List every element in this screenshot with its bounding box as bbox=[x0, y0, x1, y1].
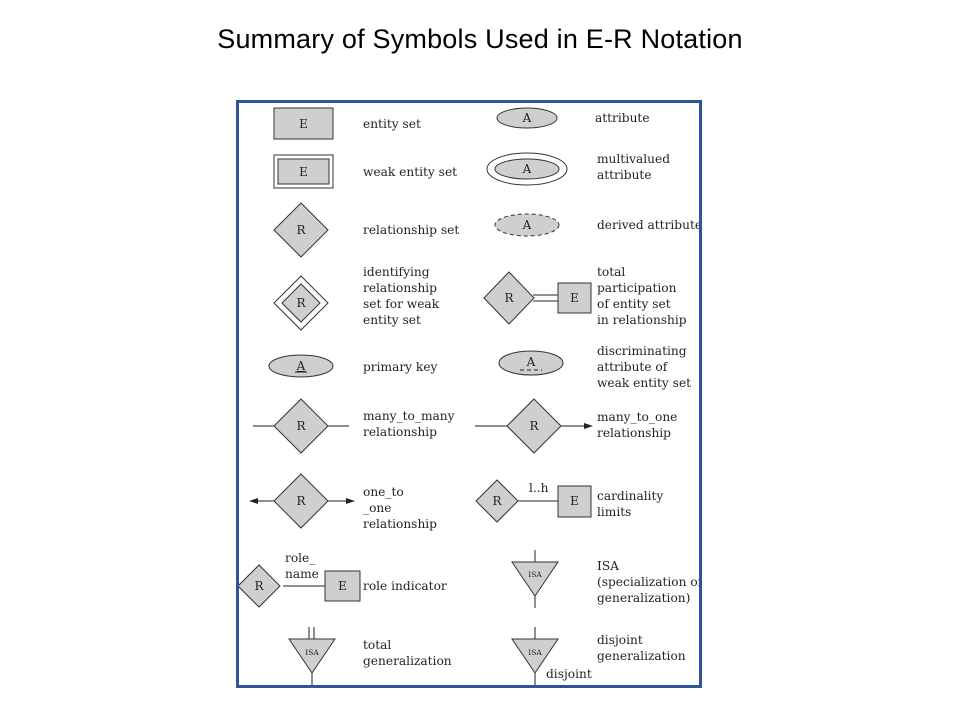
weak-entity-set-symbol-letter: E bbox=[299, 165, 308, 179]
multivalued-attribute-label-2: attribute bbox=[597, 168, 652, 182]
identifying-relationship-label-4: entity set bbox=[363, 313, 421, 327]
identifying-relationship-label-2: relationship bbox=[363, 281, 437, 295]
role-indicator-symbol-r: R bbox=[254, 579, 264, 593]
discriminating-attribute-label-3: weak entity set bbox=[597, 376, 691, 390]
total-participation-label-2: participation bbox=[597, 281, 677, 295]
one-to-one-label-1: one_to bbox=[363, 485, 404, 499]
disjoint-generalization-symbol: ISA bbox=[511, 627, 559, 685]
identifying-relationship-label-3: set for weak bbox=[363, 297, 440, 311]
isa-label-2: (specialization or bbox=[597, 575, 699, 589]
isa-symbol-text: ISA bbox=[528, 570, 542, 579]
disjoint-generalization-label-2: generalization bbox=[597, 649, 686, 663]
multivalued-attribute-symbol: A bbox=[486, 152, 568, 186]
primary-key-symbol-letter: A bbox=[296, 359, 306, 373]
role-indicator-label: role indicator bbox=[363, 579, 447, 593]
weak-entity-set-symbol: E bbox=[273, 154, 334, 189]
role-name-label-1: role_ bbox=[285, 551, 316, 565]
many-to-many-label-1: many_to_many bbox=[363, 409, 455, 423]
one-to-one-symbol: R bbox=[249, 473, 355, 529]
cardinality-limits-label-1: cardinality bbox=[597, 489, 663, 503]
many-to-many-symbol: R bbox=[253, 398, 349, 454]
many-to-many-symbol-letter: R bbox=[296, 419, 306, 433]
total-participation-label-4: in relationship bbox=[597, 313, 687, 327]
primary-key-label: primary key bbox=[363, 360, 438, 374]
many-to-one-symbol: R bbox=[475, 398, 593, 454]
entity-set-symbol-letter: E bbox=[299, 117, 308, 131]
cardinality-limits-label-2: limits bbox=[597, 505, 631, 519]
entity-set-symbol: E bbox=[273, 107, 334, 140]
total-generalization-label-1: total bbox=[363, 638, 391, 652]
total-participation-label-3: of entity set bbox=[597, 297, 671, 311]
discriminating-attribute-symbol: A bbox=[498, 350, 564, 376]
disjoint-generalization-symbol-text: ISA bbox=[528, 648, 542, 657]
attribute-label: attribute bbox=[595, 111, 650, 125]
isa-symbol: ISA bbox=[511, 550, 559, 608]
attribute-symbol: A bbox=[496, 107, 558, 129]
multivalued-attribute-label-1: multivalued bbox=[597, 152, 670, 166]
identifying-relationship-symbol: R bbox=[273, 275, 329, 331]
relationship-set-symbol: R bbox=[273, 202, 329, 258]
many-to-one-symbol-letter: R bbox=[529, 419, 539, 433]
identifying-relationship-symbol-letter: R bbox=[296, 296, 306, 310]
discriminating-attribute-label-2: attribute of bbox=[597, 360, 669, 374]
role-indicator-symbol-e: E bbox=[338, 579, 347, 593]
total-generalization-symbol: ISA bbox=[288, 627, 336, 685]
primary-key-symbol: A bbox=[268, 354, 334, 378]
er-symbols-diagram: E entity set E weak entity set R relatio… bbox=[239, 107, 699, 685]
attribute-symbol-letter: A bbox=[522, 111, 532, 125]
many-to-one-label-2: relationship bbox=[597, 426, 671, 440]
disjoint-generalization-label-1: disjoint bbox=[597, 633, 643, 647]
derived-attribute-label: derived attribute bbox=[597, 218, 699, 232]
total-participation-symbol: R E bbox=[483, 271, 592, 325]
derived-attribute-symbol: A bbox=[494, 213, 560, 237]
er-symbols-figure: E entity set E weak entity set R relatio… bbox=[236, 100, 702, 688]
cardinality-limits-symbol-r: R bbox=[492, 494, 502, 508]
identifying-relationship-label-1: identifying bbox=[363, 265, 430, 279]
total-participation-symbol-e: E bbox=[570, 291, 579, 305]
cardinality-limits-symbol-e: E bbox=[570, 494, 579, 508]
discriminating-attribute-label-1: discriminating bbox=[597, 344, 687, 358]
total-generalization-label-2: generalization bbox=[363, 654, 452, 668]
total-participation-label-1: total bbox=[597, 265, 625, 279]
derived-attribute-symbol-letter: A bbox=[522, 218, 532, 232]
isa-label-3: generalization) bbox=[597, 591, 690, 605]
weak-entity-set-label: weak entity set bbox=[363, 165, 457, 179]
page-title: Summary of Symbols Used in E-R Notation bbox=[217, 24, 743, 54]
one-to-one-label-3: relationship bbox=[363, 517, 437, 531]
discriminating-attribute-symbol-letter: A bbox=[526, 355, 536, 369]
total-participation-symbol-r: R bbox=[504, 291, 514, 305]
relationship-set-symbol-letter: R bbox=[296, 223, 306, 237]
many-to-many-label-2: relationship bbox=[363, 425, 437, 439]
disjoint-annotation: disjoint bbox=[546, 667, 592, 681]
entity-set-label: entity set bbox=[363, 117, 421, 131]
role-name-label-2: name bbox=[285, 567, 319, 581]
one-to-one-label-2: _one bbox=[363, 501, 392, 515]
cardinality-limits-annotation: l..h bbox=[529, 481, 549, 495]
one-to-one-symbol-letter: R bbox=[296, 494, 306, 508]
role-indicator-symbol: R E bbox=[239, 564, 361, 608]
multivalued-attribute-symbol-letter: A bbox=[522, 162, 532, 176]
relationship-set-label: relationship set bbox=[363, 223, 459, 237]
many-to-one-label-1: many_to_one bbox=[597, 410, 677, 424]
isa-label-1: ISA bbox=[597, 559, 619, 573]
total-generalization-symbol-text: ISA bbox=[305, 648, 319, 657]
cardinality-limits-symbol: R E bbox=[475, 479, 592, 523]
